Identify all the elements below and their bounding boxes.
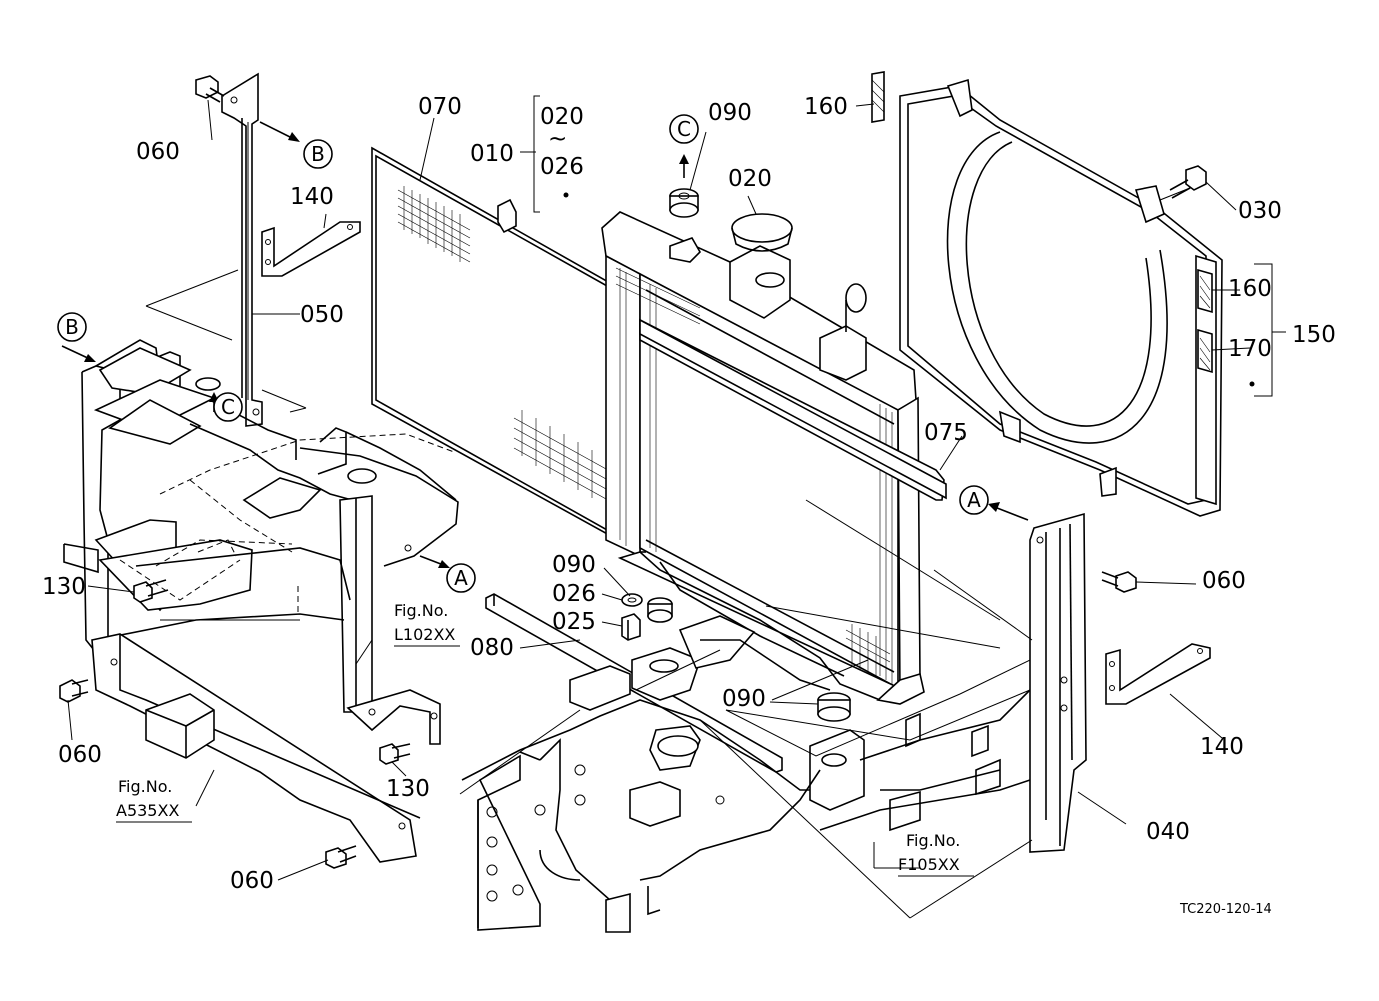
arrow-to-b-top (259, 121, 300, 142)
part-label: 140 (290, 184, 334, 210)
left-vertical-bracket (221, 72, 263, 427)
part-label: 090 (708, 100, 752, 126)
part-label: 150 (1292, 322, 1336, 348)
callout-letter-b-left: B (65, 315, 79, 339)
callout-letter-a-left: A (454, 566, 468, 590)
figure-ref-number[interactable]: A535XX (116, 801, 179, 820)
bolt-030 (1169, 165, 1207, 199)
figure-ref-f105[interactable]: Fig.No. F105XX (898, 831, 974, 877)
bolt-060-left (59, 679, 89, 703)
part-label: 170 (1228, 336, 1272, 362)
arrow-to-b-left (61, 345, 96, 362)
label-strip-160-top (871, 71, 885, 123)
arrow-to-c-top (679, 154, 689, 178)
fan-shroud (899, 78, 1223, 517)
bolt-130-left (133, 579, 169, 603)
callout-b-left: B (57, 312, 87, 342)
range-tilde: ~ (548, 126, 567, 152)
bolt-060-right (1101, 571, 1137, 593)
lower-front-cross-member (91, 633, 421, 863)
part-label: 140 (1200, 734, 1244, 760)
part-label: 080 (470, 635, 514, 661)
bushing-090-top (669, 188, 699, 218)
assembly-lines (459, 499, 1033, 919)
callout-a-left: A (446, 563, 476, 593)
bushing-090-mid (647, 597, 673, 623)
callout-letter-c-top: C (677, 117, 691, 141)
part-label: 020 (728, 166, 772, 192)
seal-bar-075 (639, 318, 947, 500)
arrow-to-a-left (419, 555, 450, 568)
part-label: 075 (924, 420, 968, 446)
part-label: 160 (804, 94, 848, 120)
part-label: 040 (1146, 819, 1190, 845)
callout-a-right: A (959, 485, 989, 515)
callout-letter-c-left: C (221, 395, 235, 419)
part-label: 060 (1202, 568, 1246, 594)
part-labels: 060 140 050 070 010 020 ~ 026 090 020 16… (42, 94, 1336, 894)
bolt-025 (621, 613, 641, 641)
callout-letter-b-top: B (311, 142, 325, 166)
stay-bracket-140-right (1105, 643, 1211, 705)
figure-ref-number[interactable]: F105XX (898, 855, 960, 874)
washer-026 (621, 593, 643, 607)
part-label: 060 (136, 139, 180, 165)
figure-ref-a535[interactable]: Fig.No. A535XX (116, 777, 192, 823)
part-label: 030 (1238, 198, 1282, 224)
bolt-060-top-left (195, 75, 225, 103)
drawing-number: TC220-120-14 (1179, 902, 1272, 917)
part-label: 130 (42, 574, 86, 600)
frame-holes (486, 764, 586, 902)
bushing-090-bottom (817, 692, 851, 722)
part-label: 026 (552, 581, 596, 607)
callout-b-top: B (303, 139, 333, 169)
callout-letter-a-right: A (967, 488, 981, 512)
right-vertical-bracket-040 (1029, 512, 1087, 853)
part-label: 060 (230, 868, 274, 894)
screen-070 (371, 146, 646, 554)
construction-lines-left (145, 269, 307, 413)
bolt-130-bottom (379, 743, 411, 765)
mesh-pattern-upper (397, 186, 471, 263)
part-label: 010 (470, 141, 514, 167)
part-label: 160 (1228, 276, 1272, 302)
part-label: 070 (418, 94, 462, 120)
figure-ref-caption: Fig.No. (394, 601, 448, 620)
part-label: 025 (552, 609, 596, 635)
figure-ref-caption: Fig.No. (118, 777, 172, 796)
part-label: 090 (722, 686, 766, 712)
part-label: 020 (540, 104, 584, 130)
part-label: 050 (300, 302, 344, 328)
figure-ref-l102[interactable]: Fig.No. L102XX (394, 601, 460, 647)
figure-ref-number[interactable]: L102XX (394, 625, 455, 644)
leader-lines (67, 95, 1286, 881)
part-label: 026 (540, 154, 584, 180)
radiator-cap-020 (731, 213, 793, 252)
radiator-fins (615, 267, 893, 684)
stay-bracket-140-left (261, 221, 361, 277)
lower-main-frame (461, 615, 1031, 933)
arrow-to-a-right (988, 502, 1029, 521)
part-label: 130 (386, 776, 430, 802)
part-label: 090 (552, 552, 596, 578)
figure-ref-caption: Fig.No. (906, 831, 960, 850)
part-label: 060 (58, 742, 102, 768)
bolt-060-bottom (325, 845, 357, 869)
left-frame-assembly (63, 339, 459, 713)
callout-c-left: C (213, 392, 243, 422)
callout-c-top: C (669, 114, 699, 144)
seat-bracket-l102 (346, 689, 441, 745)
